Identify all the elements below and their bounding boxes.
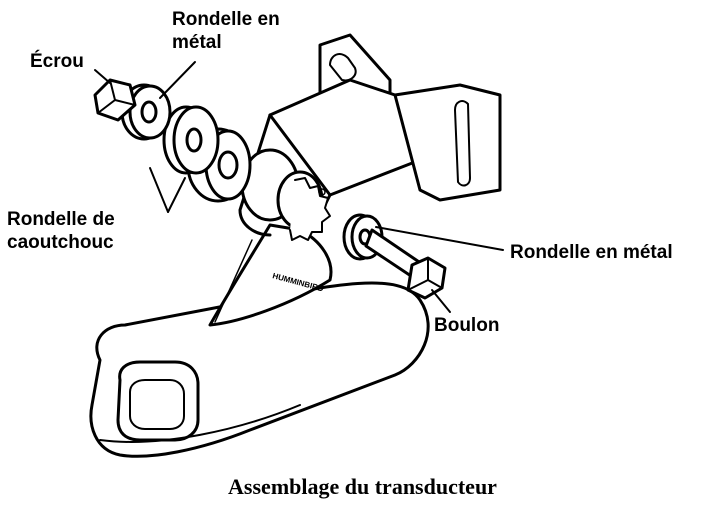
label-ecrou: Écrou (30, 51, 84, 72)
label-boulon: Boulon (434, 315, 500, 336)
transducer-fin: HUMMINBIRD (208, 223, 333, 327)
bolt (364, 228, 447, 300)
leader-lines (94, 61, 504, 313)
rubber-washer-right (162, 105, 220, 175)
transducer-assembly-diagram: HUMMINBIRD (89, 33, 504, 458)
label-rondelle-metal-right: Rondelle en métal (510, 242, 673, 263)
ratchet-gear (240, 148, 331, 241)
label-rondelle-caoutchouc: Rondelle de caoutchouc (7, 209, 115, 253)
figure-caption: Assemblage du transducteur (228, 474, 497, 499)
label-rondelle-metal-top: Rondelle en métal (172, 9, 280, 53)
nut (93, 78, 137, 122)
transducer-body (89, 281, 430, 458)
